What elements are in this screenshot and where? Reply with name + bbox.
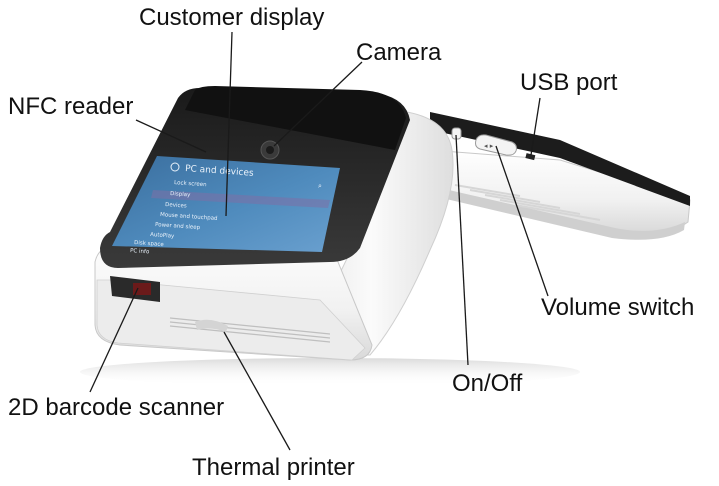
screen-menu-item: Disk space [134,240,165,248]
label-thermal-printer: Thermal printer [192,454,355,481]
leader-camera [273,61,363,147]
leader-nfc-reader [135,119,207,153]
leader-usb-port [530,97,541,156]
rear-top-strip [430,112,690,206]
rear-base-underside [440,188,685,240]
label-camera: Camera [356,39,442,66]
screen-search-icon: ⌕ [318,182,322,190]
usb-port [525,153,536,161]
volume-arrows-icon: ◂ ▸ [484,142,494,150]
leader-thermal-printer [223,331,291,451]
leader-volume-switch [495,145,549,297]
screen-ui: PC and devices Lock screen Display Devic… [130,162,322,255]
label-barcode-scanner: 2D barcode scanner [8,394,225,421]
screen-menu-item: Mouse and touchpad [160,212,218,222]
screen-menu: Lock screen Display Devices Mouse and to… [130,180,218,255]
screen-menu-item: Power and sleep [155,222,201,231]
screen-back-icon [170,162,180,172]
base-front [96,279,366,361]
label-nfc-reader: NFC reader [8,93,134,120]
display-top-bezel [185,86,406,150]
screen-menu-item: Devices [165,202,187,210]
screen-menu-item: Display [170,191,191,198]
volume-switch [475,134,517,156]
leader-customer-display [225,31,233,217]
rear-grill [454,184,601,221]
label-volume-switch: Volume switch [541,294,695,321]
leader-barcode-scanner [89,287,139,393]
label-usb-port: USB port [520,69,618,96]
barcode-scanner-lens [133,283,151,295]
screen-menu-item: AutoPlay [150,232,175,240]
screen-menu-item: Lock screen [174,180,207,188]
screen-header: PC and devices [185,164,254,179]
printer-tear-bar [195,319,228,332]
label-on-off: On/Off [452,370,523,397]
ground-shadow [80,358,580,386]
leader-on-off [455,134,469,366]
label-customer-display: Customer display [139,4,325,31]
screen-menu-item: PC info [130,248,150,255]
camera-lens-inner [266,146,274,154]
screen-highlight-row [151,190,330,208]
leader-lines [89,31,549,451]
